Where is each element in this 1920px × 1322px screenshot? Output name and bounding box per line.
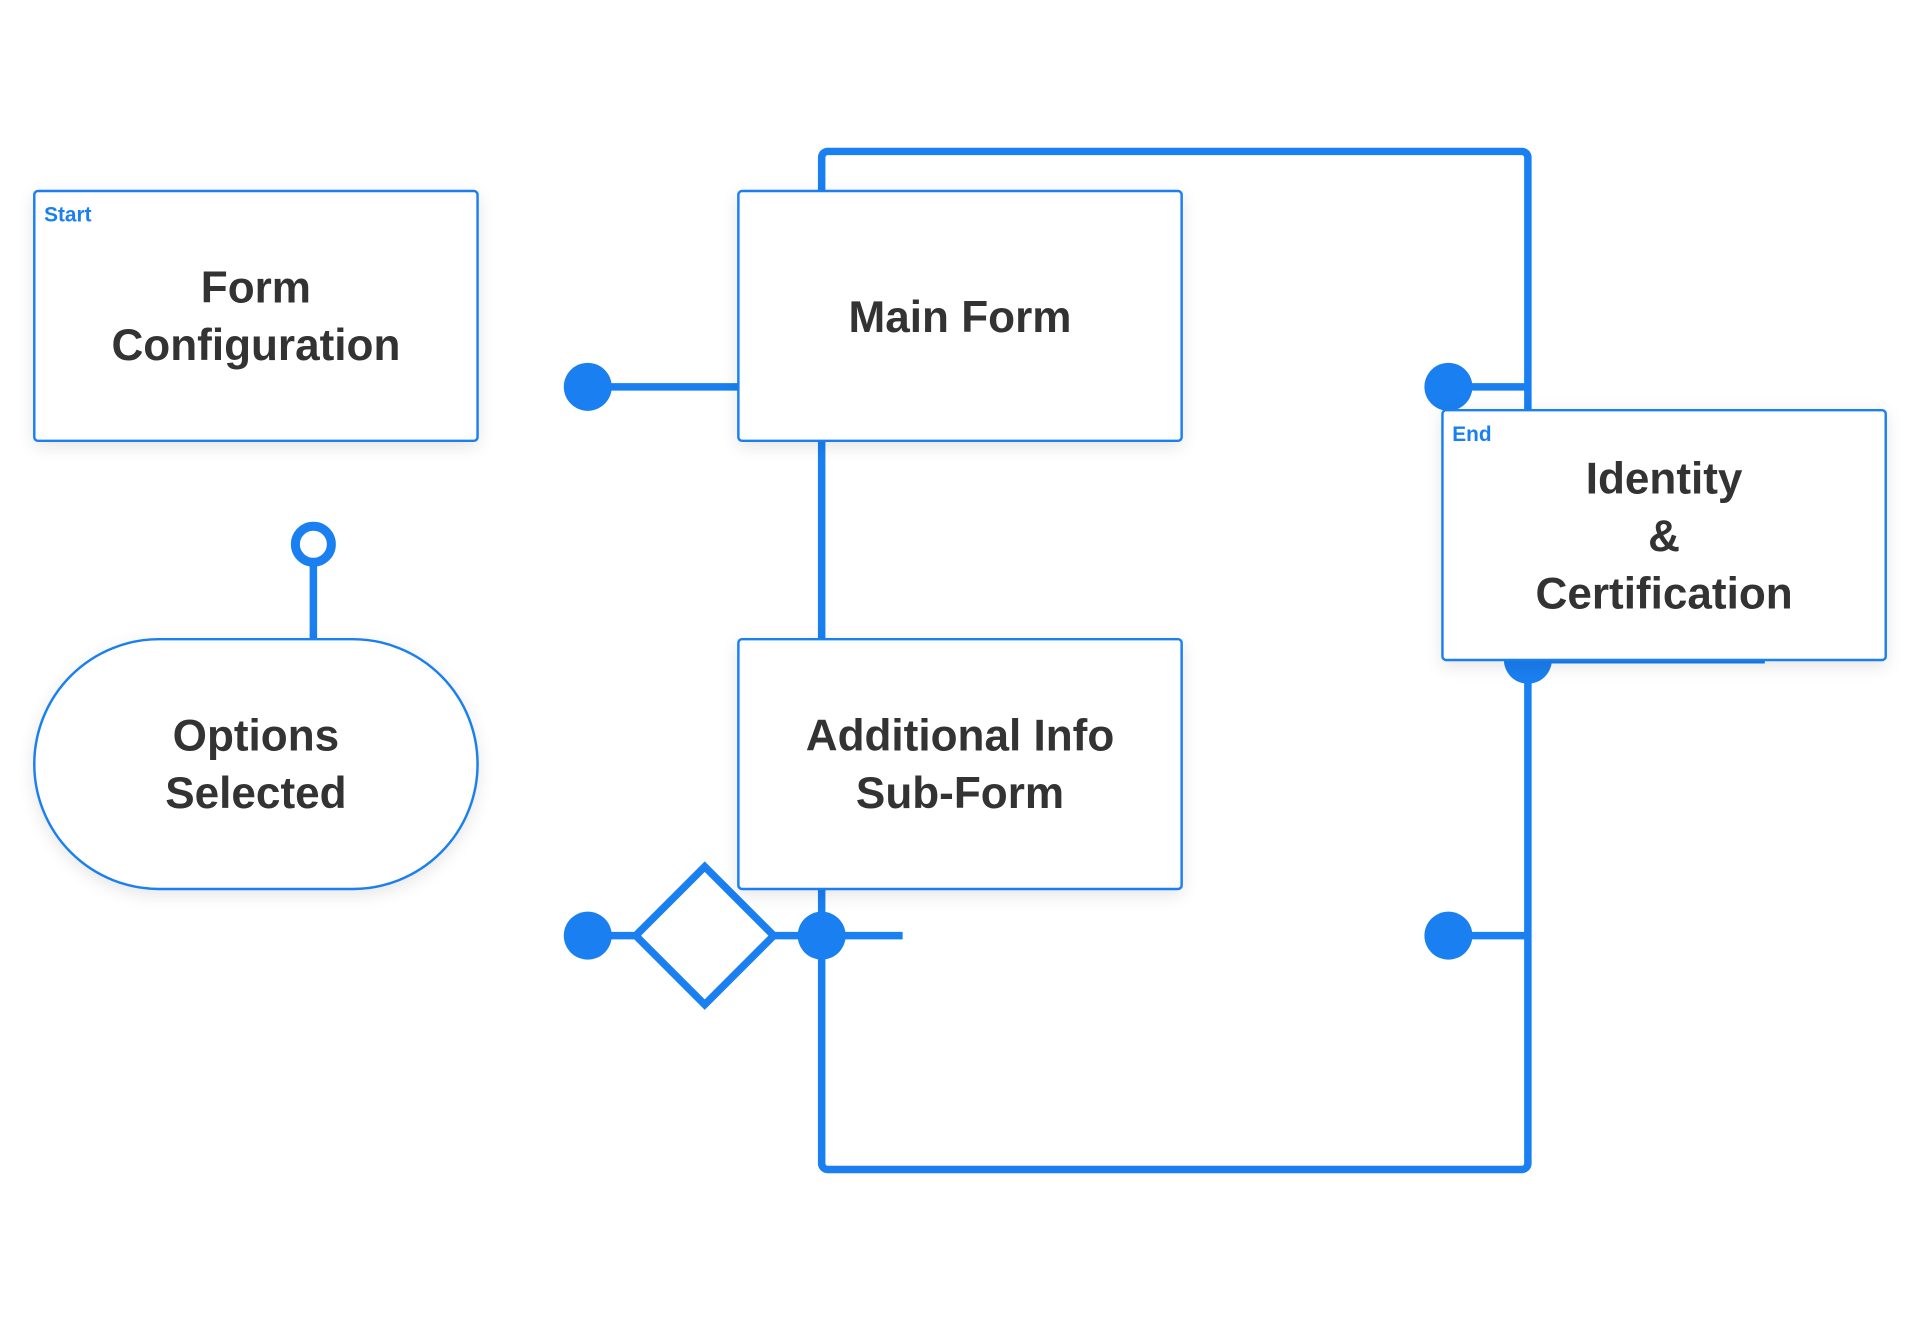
node-label: Identity & Certification (1535, 452, 1793, 618)
node-additional-info[interactable]: Additional Info Sub-Form (737, 637, 1183, 891)
node-label: Form Configuration (111, 262, 401, 370)
port-hollow-config-bottom (290, 521, 336, 567)
port-config-right (563, 362, 612, 411)
node-label: Additional Info Sub-Form (805, 710, 1115, 818)
node-label: Options Selected (165, 710, 347, 818)
port-additional-right (1424, 911, 1473, 960)
port-frame-bottom-left (797, 911, 846, 960)
node-options-selected[interactable]: Options Selected (33, 637, 479, 891)
end-tag: End (1452, 422, 1492, 446)
node-label: Main Form (848, 290, 1072, 342)
node-form-configuration[interactable]: Start Form Configuration (33, 189, 479, 443)
port-options-right (563, 911, 612, 960)
decision-diamond (630, 861, 779, 1010)
port-main-right (1424, 362, 1473, 411)
node-main-form[interactable]: Main Form (737, 189, 1183, 443)
start-tag: Start (44, 203, 92, 227)
node-identity-certification[interactable]: End Identity & Certification (1441, 408, 1887, 662)
